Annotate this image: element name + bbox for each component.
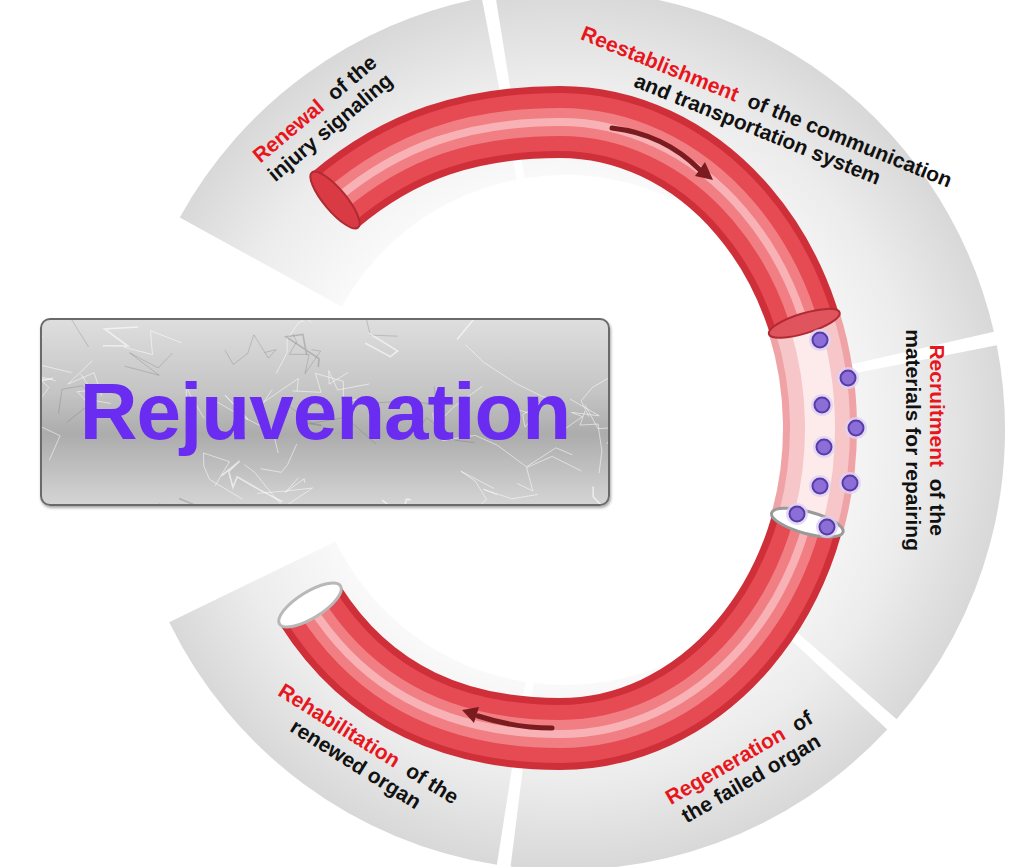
dot — [813, 479, 828, 494]
title-box: Rejuvenation — [40, 318, 610, 506]
dot — [849, 421, 864, 436]
crack-line — [204, 453, 243, 499]
dot — [843, 476, 858, 491]
dot-halo — [845, 417, 867, 439]
crack-line — [483, 489, 537, 499]
repair-materials — [786, 329, 867, 538]
crack-line — [42, 405, 60, 460]
crack-line — [365, 333, 397, 357]
arrow-head — [695, 162, 713, 180]
dot — [813, 333, 828, 348]
title-text: Rejuvenation — [80, 366, 570, 458]
dot — [790, 507, 805, 522]
crack-line — [225, 335, 276, 365]
dot-halo — [839, 472, 861, 494]
dot-halo — [816, 516, 838, 538]
crack-line — [42, 320, 72, 373]
dot-halo — [811, 394, 833, 416]
crack-line — [433, 320, 475, 339]
tube-end — [303, 165, 366, 234]
stage-text: of the communication and transportation … — [631, 69, 955, 192]
crack-line — [580, 411, 602, 473]
crack-line — [285, 478, 305, 493]
dot-halo — [809, 475, 831, 497]
stage-label: Reestablishment of the communication and… — [549, 13, 975, 223]
dot — [820, 520, 835, 535]
crack-line — [244, 465, 312, 504]
crack-line — [159, 498, 195, 504]
dot-halo — [809, 329, 831, 351]
dot — [815, 398, 830, 413]
flow-arrow — [612, 128, 700, 170]
crack-line — [382, 499, 411, 504]
stage-keyword: Recruitment — [926, 344, 949, 467]
tube-opening — [766, 303, 843, 344]
stage-label: Recruitment of the materials for repairi… — [901, 315, 949, 565]
crack-line — [59, 320, 89, 347]
dot-halo — [786, 503, 808, 525]
dot — [841, 371, 856, 386]
tube-open-end — [273, 575, 348, 635]
crack-line — [42, 364, 53, 388]
dot-halo — [813, 436, 835, 458]
stage-label: Renewal of the injury signaling — [236, 40, 409, 196]
crack-line — [581, 378, 608, 417]
dot — [817, 440, 832, 455]
stage-label: Rehabilitation of the renewed organ — [259, 677, 464, 830]
crack-line — [517, 456, 581, 491]
stage-text: of the injury signaling — [263, 50, 397, 186]
stage-label: Regeneration of the failed organ — [651, 700, 840, 837]
crack-line — [593, 487, 608, 504]
flow-arrow — [478, 716, 552, 728]
crack-line — [286, 335, 319, 368]
tube-opening — [769, 502, 846, 542]
stage-text: of the renewed organ — [286, 714, 462, 813]
dot-halo — [837, 367, 859, 389]
crack-line — [124, 331, 182, 355]
arrow-head — [462, 707, 479, 723]
crack-line — [221, 461, 282, 502]
crack-line — [461, 471, 494, 504]
crack-line — [103, 327, 138, 346]
